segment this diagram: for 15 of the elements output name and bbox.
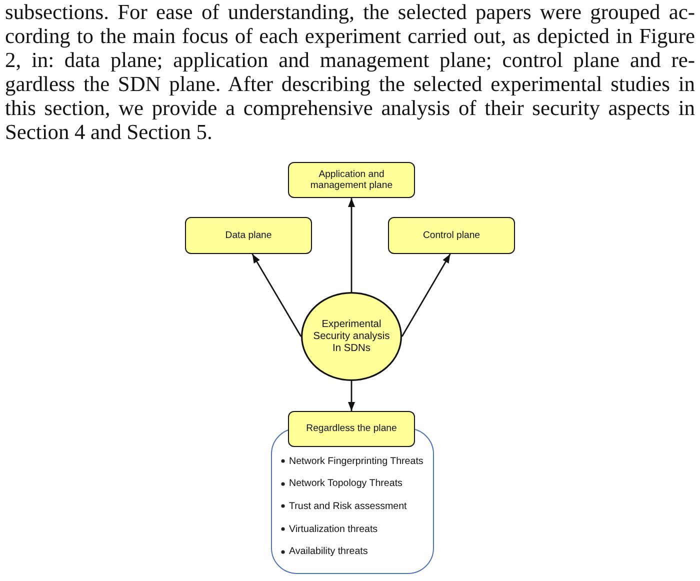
list-item-text: Network Fingerprinting Threats [289,456,424,467]
body-paragraph: subsections. For ease of understanding, the selected papers were grouped ac-cording to the main focus of each experiment carried out, as depicted in Figure 2, in: data plane; application and management plane; control plane and re-gardless the SDN plane. After describing the selected experimental studies in this section, we provide a comprehensive analysis of their security aspects in Section 4 and Section 5. [5,0,695,144]
list-item-text: Trust and Risk assessment [289,500,407,512]
arrow [348,381,355,411]
list-item-text: Network Topology Threats [289,478,402,490]
arrow [348,198,355,292]
arrow [401,254,451,337]
list-item-text: Availability threats [289,546,368,558]
ellipse-label: Experimental Security analysis In SDNs [313,318,390,354]
plane-box: Control plane [388,217,515,254]
plane-box: Data plane [185,217,312,254]
plane-box: Application and management plane [288,162,415,198]
list-item-text: Virtualization threats [289,524,378,535]
arrow [252,254,302,337]
plane-box: Regardless the plane [288,411,415,447]
